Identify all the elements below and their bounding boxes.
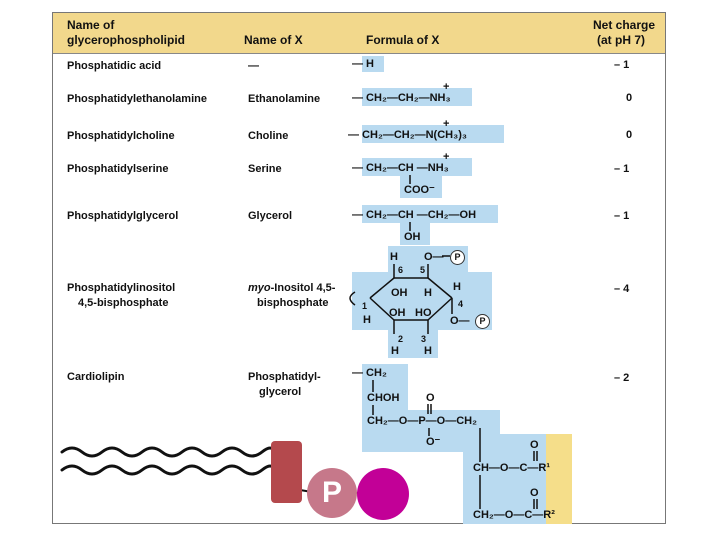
row-name-pc: Phosphatidylcholine (67, 130, 175, 142)
formula-ps: — CH₂—CH —NH₃ (352, 162, 449, 174)
charge-cardiolipin: – 2 (614, 372, 630, 384)
ino-h-left: H (363, 314, 371, 326)
row-xname-glycerol: Glycerol (248, 210, 293, 222)
row-name-pg: Phosphatidylglycerol (67, 210, 179, 222)
ino-n4: 4 (458, 299, 464, 309)
highlight-pe (362, 88, 472, 106)
row-xname-ethanolamine: Ethanolamine (248, 93, 321, 105)
formula-pg: — CH₂—CH —CH₂—OH (352, 209, 477, 221)
header-col4-line1: Net charge (593, 18, 656, 32)
phosphate-circle-icon-2: P (475, 314, 490, 329)
highlight-pa (362, 56, 384, 72)
formula-pe: — CH₂—CH₂—NH₃ (352, 92, 451, 104)
phosphate-group-icon: P (307, 468, 357, 518)
formula-pe-plus: + (443, 81, 450, 93)
ino-n3: 3 (421, 334, 427, 344)
charge-pa: – 1 (614, 59, 630, 71)
row-name-pip2-line2: 4,5-bisphosphate (78, 297, 169, 309)
cl-ch2-bot: CH₂—O—C—R² (473, 509, 555, 521)
cl-o2: O (530, 487, 539, 499)
head-group-icon (357, 468, 409, 520)
highlight-cl (362, 364, 408, 452)
table-header (53, 13, 665, 54)
ino-oh-low: OH (389, 307, 406, 319)
row-name-pip2-line1: Phosphatidylinositol (67, 282, 176, 294)
cl-ch-row: CH—O—C—R¹ (473, 462, 550, 474)
cl-ch2-mid: CH₂—O—P—O—CH₂ (367, 415, 477, 427)
ino-ho-low: HO (415, 307, 432, 319)
highlight-ps (362, 158, 472, 176)
row-xname-inositol-line1: myo-Inositol 4,5- (248, 282, 336, 294)
row-name-pe: Phosphatidylethanolamine (67, 93, 207, 105)
highlight-cl-gold (546, 434, 572, 524)
formula-pg-sub: OH (404, 231, 421, 243)
ino-n1: 1 (362, 301, 368, 311)
header-col4-line2: (at pH 7) (597, 33, 645, 47)
ino-n5: 5 (420, 265, 426, 275)
row-name-cardiolipin: Cardiolipin (67, 371, 125, 383)
header-col2: Name of X (244, 33, 303, 47)
row-xname-none: — (248, 60, 259, 72)
highlight-pc (362, 125, 504, 143)
header-col1-line2: glycerophospholipid (67, 33, 186, 47)
cl-o1: O (530, 439, 539, 451)
cl-ch2-top: — CH₂ (352, 367, 387, 379)
glycerol-backbone-icon (271, 441, 302, 503)
charge-pe: 0 (626, 92, 633, 104)
ino-h-b1: H (391, 345, 399, 357)
row-name-phosphatidic-acid: Phosphatidic acid (67, 60, 162, 72)
row-xname-pg-line2: glycerol (259, 386, 302, 398)
formula-pc-plus: + (443, 118, 450, 130)
row-xname-choline: Choline (248, 130, 289, 142)
ino-oh-left: OH (391, 287, 408, 299)
charge-ps: – 1 (614, 163, 630, 175)
ino-h-b2: H (424, 345, 432, 357)
formula-ps-sub: COO⁻ (404, 184, 435, 196)
highlight-pg (362, 205, 498, 223)
row-name-ps: Phosphatidylserine (67, 163, 169, 175)
highlight-inositol-bottom (388, 330, 438, 358)
cl-choh: CHOH (367, 392, 400, 404)
ino-n2: 2 (398, 334, 404, 344)
cl-o-dbl: O (426, 392, 435, 404)
ino-o-top: O— (424, 251, 444, 263)
cl-o-minus: O⁻ (426, 436, 441, 448)
row-xname-pg-line1: Phosphatidyl- (248, 371, 321, 383)
row-xname-serine: Serine (248, 163, 282, 175)
highlight-pg-sub (400, 223, 430, 245)
ino-h-right: H (453, 281, 461, 293)
ino-n6: 6 (398, 265, 404, 275)
ino-o-low: O— (450, 315, 470, 327)
formula-pa: — H (352, 58, 374, 70)
charge-pip2: – 4 (614, 283, 630, 295)
formula-ps-plus: + (443, 151, 450, 163)
charge-pc: 0 (626, 129, 633, 141)
header-col1-line1: Name of (67, 18, 115, 32)
row-xname-inositol-line2: bisphosphate (257, 297, 329, 309)
charge-pg: – 1 (614, 210, 630, 222)
ino-h-top-left: H (390, 251, 398, 263)
phosphate-circle-icon-1: P (450, 250, 465, 265)
ino-h-mid: H (424, 287, 432, 299)
header-col3: Formula of X (366, 33, 440, 47)
formula-pc: — CH₂—CH₂—N(CH₃)₃ (348, 129, 467, 141)
